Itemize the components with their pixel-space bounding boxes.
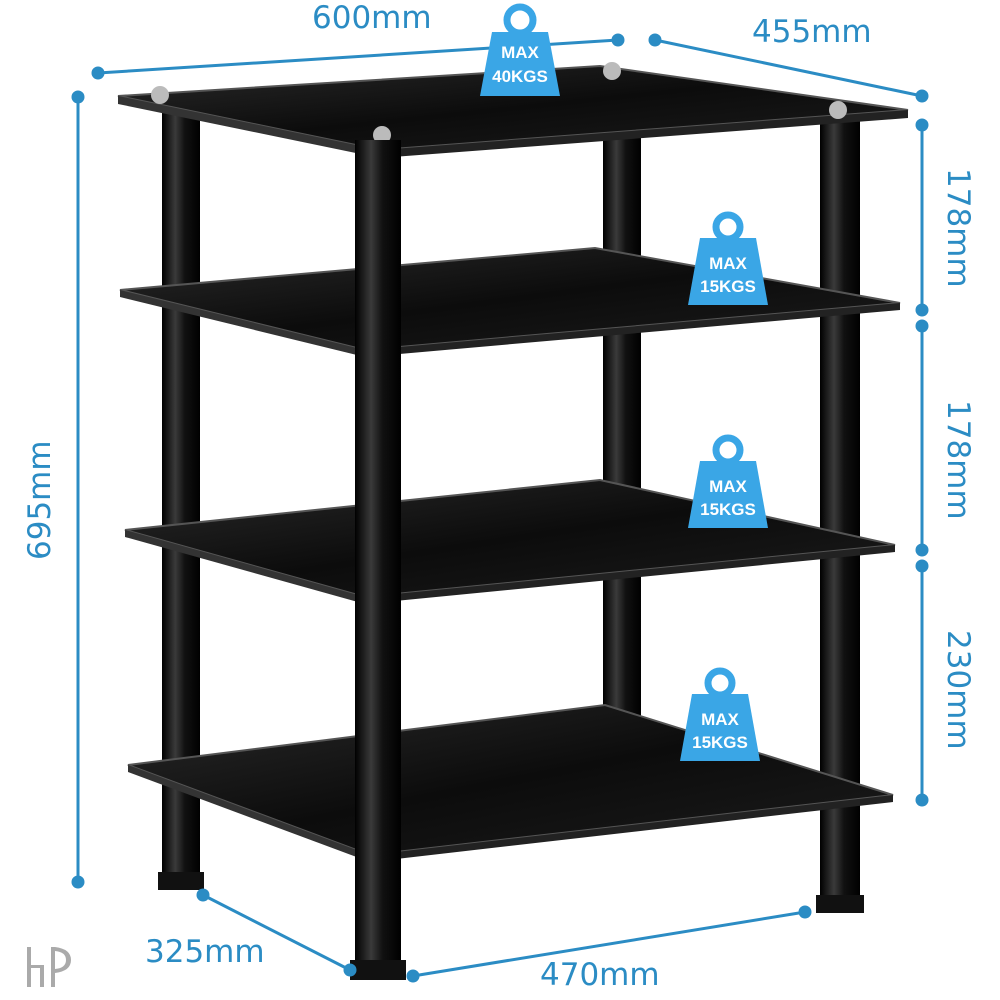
base-depth-label: 325mm [145, 934, 265, 970]
shelf-gap-3-label: 230mm [940, 630, 976, 750]
svg-text:MAX: MAX [709, 254, 747, 273]
weight-badge-shelf-2: MAX 15KGS [688, 211, 768, 305]
svg-text:15KGS: 15KGS [692, 733, 748, 752]
weight-icon-text: MAX [501, 43, 539, 62]
svg-text:MAX: MAX [709, 477, 747, 496]
weight-badge-shelf-4: MAX 15KGS [680, 667, 760, 761]
glass-shelves [117, 62, 909, 862]
weight-badge-shelf-3: MAX 15KGS [688, 434, 768, 528]
svg-text:40KGS: 40KGS [492, 67, 548, 86]
shelf-gap-2-label: 178mm [940, 400, 976, 520]
svg-text:MAX: MAX [701, 710, 739, 729]
depth-label: 455mm [752, 14, 872, 50]
right-leg [820, 120, 860, 900]
height-label: 695mm [22, 440, 58, 560]
width-label: 600mm [312, 0, 432, 36]
shelf-gap-1-label: 178mm [940, 168, 976, 288]
weight-badge-top: MAX 40KGS [480, 3, 560, 96]
svg-text:15KGS: 15KGS [700, 277, 756, 296]
dimension-lines [71, 33, 929, 983]
svg-text:15KGS: 15KGS [700, 500, 756, 519]
base-width-label: 470mm [540, 957, 660, 993]
left-leg [162, 110, 200, 875]
watermark-logo [27, 947, 71, 987]
back-leg [603, 135, 641, 725]
front-leg [355, 140, 401, 965]
